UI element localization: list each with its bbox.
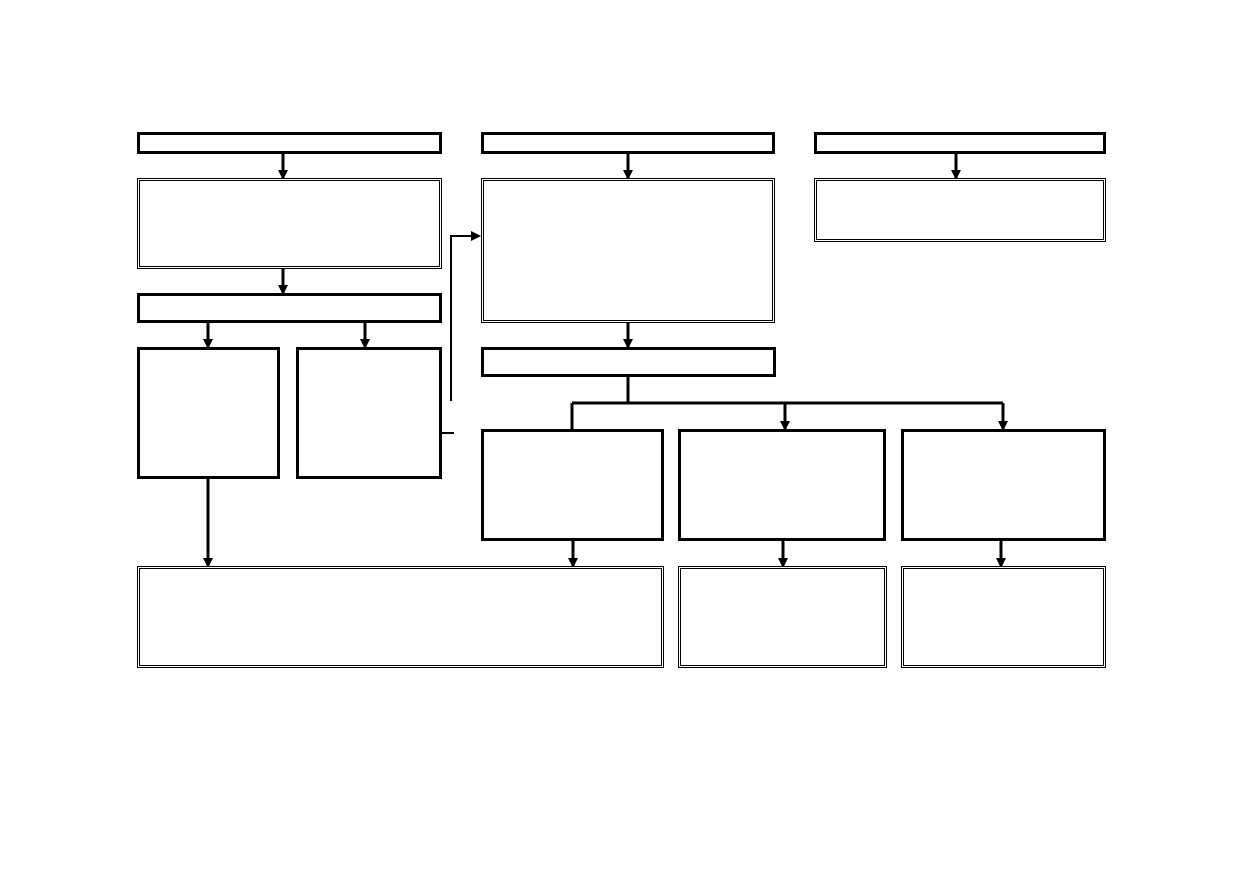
mid-sub-c-box xyxy=(901,429,1106,541)
mid-header-box xyxy=(481,132,775,154)
left-sub-b-box xyxy=(296,347,442,479)
mid-block-box xyxy=(481,178,775,323)
left-header-box xyxy=(137,132,442,154)
connector-mid-subheader-branch xyxy=(572,376,630,405)
right-header-box xyxy=(814,132,1106,154)
bottom-mid-box xyxy=(678,566,887,668)
right-block-box xyxy=(814,178,1106,242)
mid-subheader-box xyxy=(481,347,776,377)
connector-left-sub-b-to-mid-block xyxy=(450,231,481,401)
left-subheader-box xyxy=(137,293,442,323)
bottom-right-box xyxy=(901,566,1106,668)
mid-sub-a-box xyxy=(481,429,664,541)
bottom-wide-box xyxy=(137,566,664,668)
mid-sub-b-box xyxy=(678,429,886,541)
left-sub-a-box xyxy=(137,347,280,479)
left-block-box xyxy=(137,178,442,269)
